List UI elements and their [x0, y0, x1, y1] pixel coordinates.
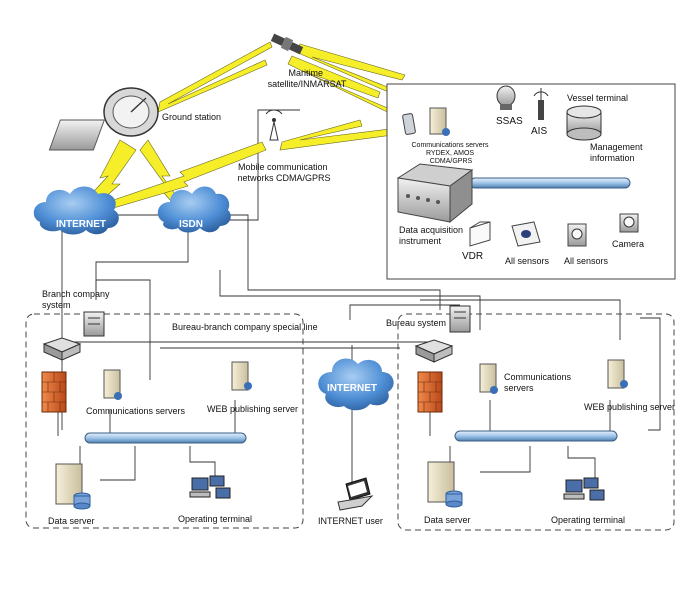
left-operating-terminal-icon — [189, 475, 231, 499]
left-router-icon — [42, 337, 82, 361]
management-info-label: Management information — [590, 142, 645, 163]
right-comm-servers-label: Communications servers — [504, 372, 574, 393]
left-web-server-label: WEB publishing server — [207, 404, 298, 414]
vdr-icon — [469, 221, 491, 247]
all-sensors-label-2: All sensors — [564, 256, 609, 266]
right-web-server-icon — [607, 359, 628, 389]
isdn-label: ISDN — [179, 219, 203, 230]
left-web-server-icon — [231, 361, 252, 391]
ssas-icon — [496, 85, 516, 110]
sensor-camera-icon — [567, 223, 587, 247]
internet-cloud-top: INTERNET — [33, 186, 119, 235]
left-comm-server-icon — [103, 369, 122, 400]
right-network-bus — [454, 430, 618, 442]
mobile-tower-icon — [265, 109, 283, 141]
right-firewall-icon — [417, 371, 443, 413]
left-firewall-icon — [41, 371, 67, 413]
laptop-icon — [337, 477, 374, 511]
left-data-server-label: Data server — [48, 516, 95, 526]
lightning-bolt-sat-ground — [157, 41, 273, 113]
right-router-icon — [414, 339, 454, 363]
left-data-server-icon — [55, 463, 91, 510]
wireless-links — [65, 41, 439, 233]
left-comm-servers-label: Communications servers — [86, 406, 186, 416]
left-operating-terminal-label: Operating terminal — [178, 514, 252, 524]
isdn-cloud: ISDN — [157, 186, 231, 233]
lightning-bolt-mobile-vessel — [279, 119, 401, 151]
ground-station-label: Ground station — [162, 112, 221, 122]
bureau-system-server-icon — [449, 305, 471, 333]
data-acquisition-instrument-icon — [396, 163, 474, 224]
camera-label: Camera — [612, 239, 644, 249]
internet-top-label: INTERNET — [56, 219, 106, 230]
right-operating-terminal-label: Operating terminal — [551, 515, 625, 525]
camera-icon — [619, 213, 639, 233]
vdr-label: VDR — [462, 251, 483, 262]
branch-system-label: Branch company system — [42, 289, 112, 310]
mobile-networks-label: Mobile communication networks CDMA/GPRS — [237, 162, 330, 183]
ais-label: AIS — [531, 126, 547, 137]
ground-station-icon — [48, 87, 159, 151]
data-acquisition-label: Data acquisition instrument — [399, 225, 466, 246]
right-data-server-icon — [427, 461, 463, 508]
vessel-comm-servers-label: Communications servers RYDEX, AMOS CDMA/… — [412, 142, 491, 165]
special-line-label: Bureau-branch company special line — [172, 322, 318, 332]
ssas-label: SSAS — [496, 116, 523, 127]
bureau-system-box — [397, 313, 675, 531]
bureau-system-label: Bureau system — [386, 318, 446, 328]
vessel-database-icon — [566, 105, 602, 141]
sensor-icon — [511, 221, 541, 247]
right-operating-terminal-icon — [563, 477, 605, 501]
left-network-bus — [84, 432, 247, 444]
vessel-network-bus — [469, 177, 631, 189]
internet-cloud-middle: INTERNET — [318, 358, 394, 411]
vessel-terminal-label: Vessel terminal — [567, 93, 628, 103]
satellite-label: Maritime satellite/INMARSAT — [268, 68, 347, 89]
internet-middle-label: INTERNET — [327, 383, 377, 394]
right-web-server-label: WEB publishing server — [584, 402, 675, 412]
internet-user-label: INTERNET user — [318, 516, 383, 526]
branch-company-box — [25, 313, 304, 529]
all-sensors-label-1: All sensors — [505, 256, 550, 266]
branch-system-server-icon — [83, 311, 105, 337]
right-data-server-label: Data server — [424, 515, 471, 525]
ais-antenna-icon — [533, 88, 549, 120]
vessel-comm-server-icon — [402, 107, 450, 136]
right-comm-server-icon — [479, 363, 498, 394]
satellite-icon — [270, 33, 304, 55]
